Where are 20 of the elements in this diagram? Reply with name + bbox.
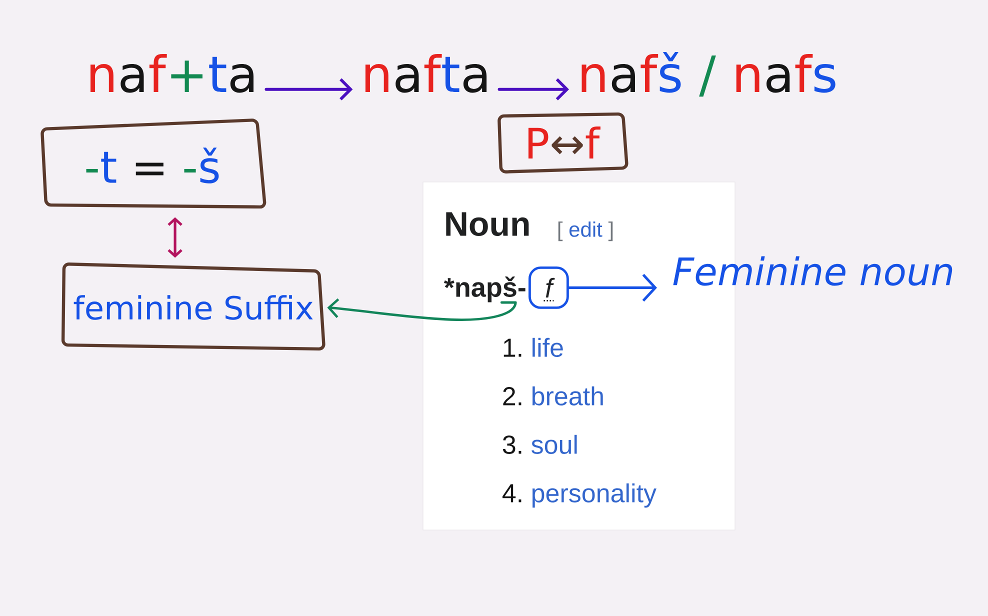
handwritten-word: naf+ta xyxy=(90,54,254,93)
arrow xyxy=(264,78,353,100)
arrow xyxy=(568,274,657,302)
handwritten-word: nafta xyxy=(365,54,487,93)
edit-link: [ edit ] xyxy=(558,222,613,242)
double-arrow xyxy=(168,217,182,258)
heading: Noun xyxy=(446,212,529,236)
curved-arrow xyxy=(327,298,517,321)
circled-letter: f xyxy=(528,266,569,309)
headword: *napš- xyxy=(444,276,526,302)
handwritten-box: -t = -š xyxy=(40,118,266,209)
handwritten-box: feminine Suffix xyxy=(61,262,326,351)
handwritten-box: P↔f xyxy=(498,112,628,174)
list-item: 4. personality xyxy=(502,483,656,508)
arrow xyxy=(498,78,569,100)
handwritten-word: nafš / nafs xyxy=(582,52,836,97)
list-item: 1. life xyxy=(504,338,563,357)
list-item: 2. breath xyxy=(503,386,603,406)
handwritten-note: Feminine noun xyxy=(673,256,952,286)
list-item: 3. soul xyxy=(502,434,577,454)
